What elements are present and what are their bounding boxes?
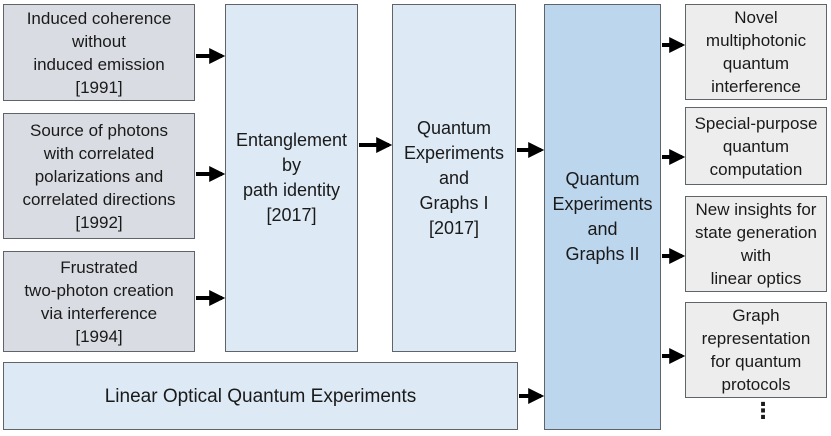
box-linear-optical: Linear Optical Quantum Experiments [3, 362, 518, 430]
output-box-state-generation: New insights for state generation with l… [685, 196, 827, 292]
box-graphs-i: Quantum Experiments and Graphs I [2017] [392, 4, 516, 352]
source-box-induced-coherence: Induced coherence without induced emissi… [3, 4, 195, 101]
more-outputs-ellipsis: ⋮ [752, 398, 774, 423]
output-box-special-purpose-computation: Special-purpose quantum computation [685, 107, 827, 185]
output-box-multiphotonic-interference: Novel multiphotonic quantum interference [685, 4, 827, 100]
source-box-correlated-photons: Source of photons with correlated polari… [3, 113, 195, 239]
box-graphs-ii: Quantum Experiments and Graphs II [544, 4, 661, 430]
source-box-frustrated-creation: Frustrated two-photon creation via inter… [3, 251, 195, 352]
output-box-graph-representation: Graph representation for quantum protoco… [685, 302, 827, 398]
box-entanglement-path-identity: Entanglement by path identity [2017] [225, 4, 358, 352]
